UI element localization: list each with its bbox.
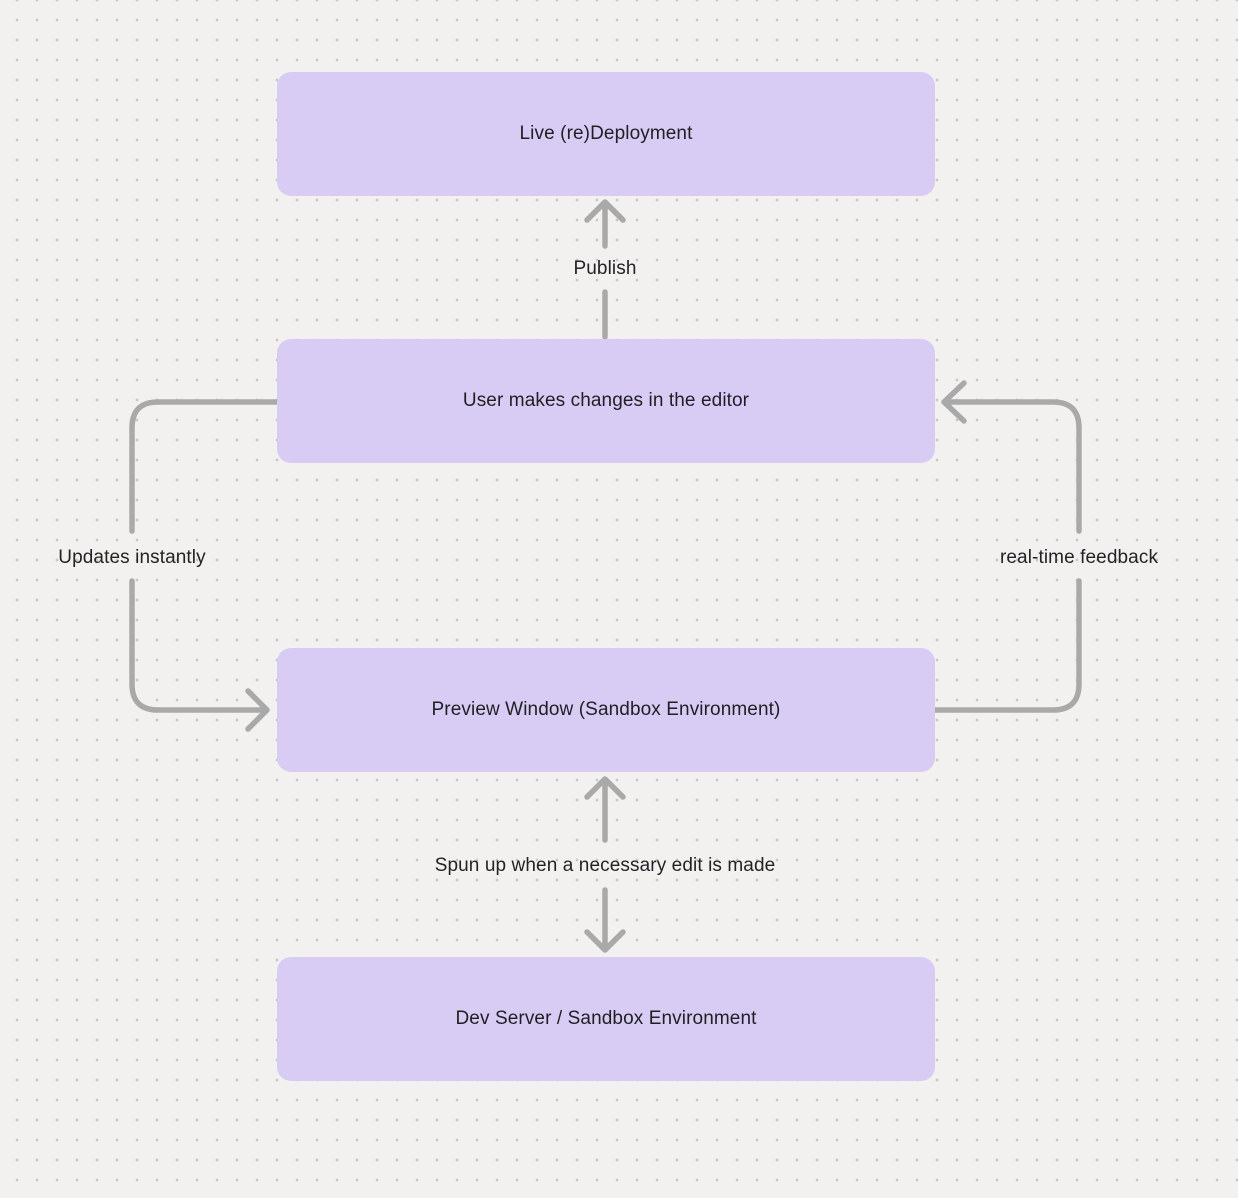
arrowhead-up-icon	[584, 199, 626, 223]
node-editor-changes: User makes changes in the editor	[277, 339, 935, 463]
edge-label-realtime-feedback: real-time feedback	[999, 547, 1159, 568]
node-preview-window: Preview Window (Sandbox Environment)	[277, 648, 935, 772]
node-label: Live (re)Deployment	[519, 123, 693, 144]
edge-label-updates-instantly: Updates instantly	[58, 547, 206, 568]
node-dev-server: Dev Server / Sandbox Environment	[277, 957, 935, 1081]
node-label: Preview Window (Sandbox Environment)	[431, 699, 781, 720]
arrowhead-up-icon	[584, 776, 626, 800]
arrowhead-down-icon	[584, 929, 626, 953]
arrowhead-right-icon	[245, 688, 270, 732]
node-label: User makes changes in the editor	[462, 390, 750, 411]
node-label: Dev Server / Sandbox Environment	[455, 1008, 757, 1029]
edge-label-publish: Publish	[573, 258, 637, 279]
node-live-redeployment: Live (re)Deployment	[277, 72, 935, 196]
arrowhead-left-icon	[941, 380, 967, 424]
edge-label-spun-up: Spun up when a necessary edit is made	[434, 855, 776, 876]
